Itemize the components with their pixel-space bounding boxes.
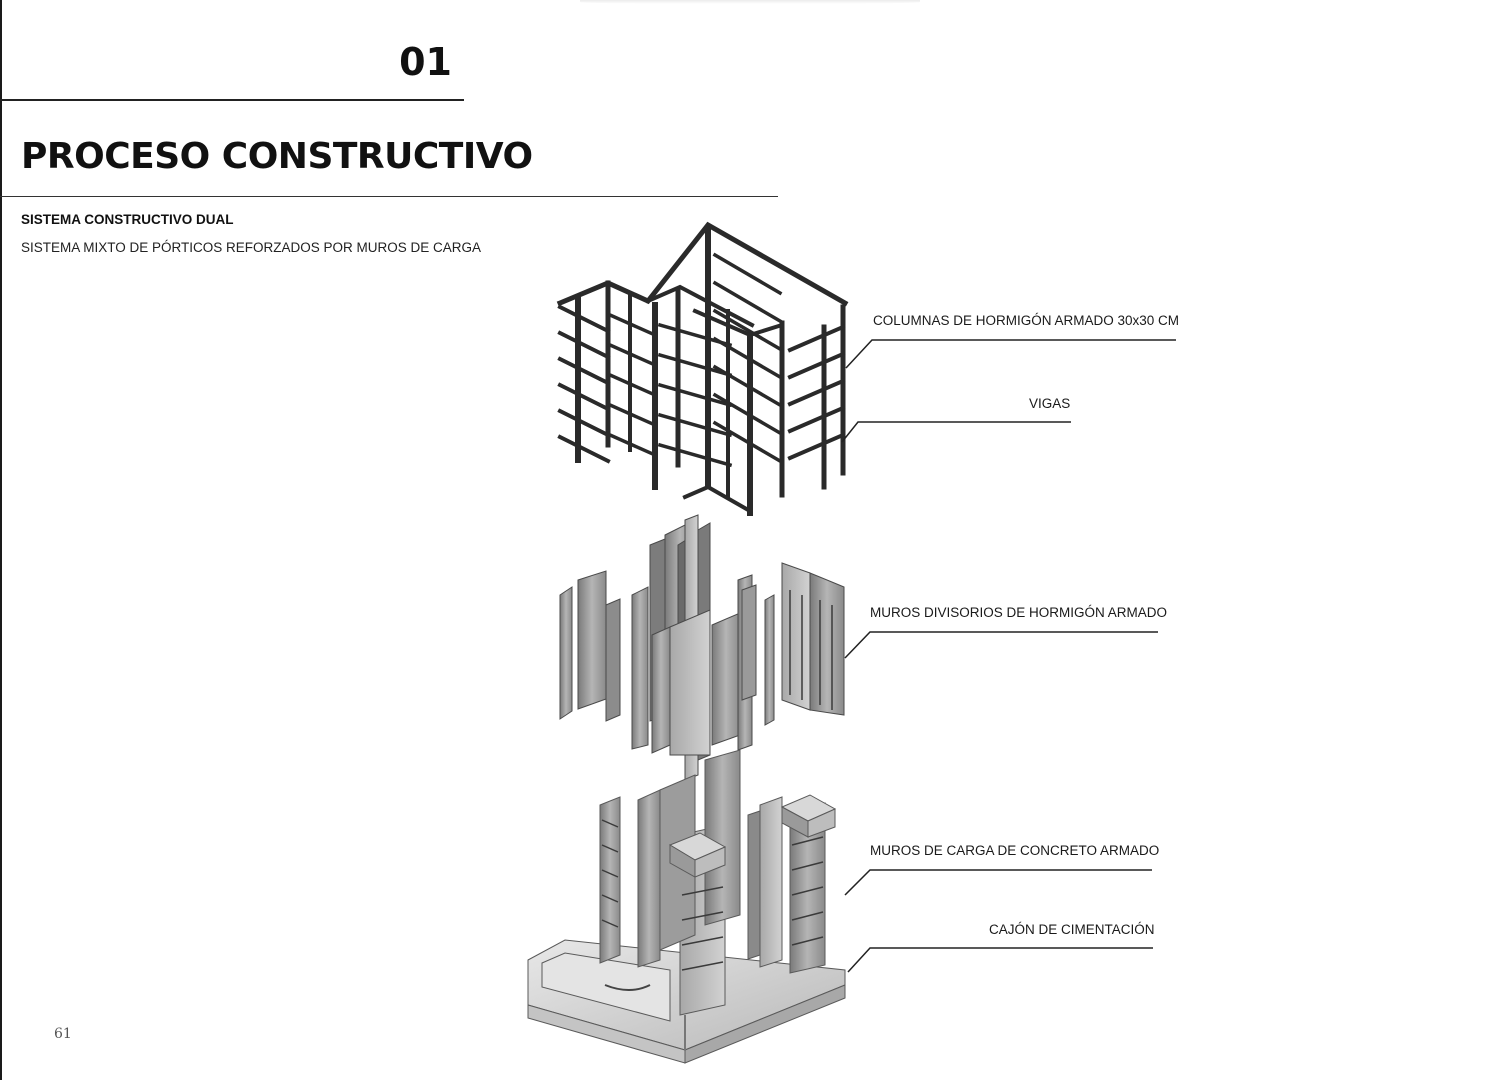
leader-muros-carga (844, 869, 1152, 896)
leader-muros-divisorios (844, 631, 1158, 659)
dividing-walls-level (559, 514, 845, 781)
callout-vigas: VIGAS (1029, 396, 1071, 411)
leader-vigas (841, 421, 1071, 443)
leader-columnas (845, 339, 1176, 369)
load-walls-foundation-level (527, 749, 846, 1064)
leader-cimentacion (847, 947, 1153, 973)
callout-muros-divisorios: MUROS DIVISORIOS DE HORMIGÓN ARMADO (870, 605, 1168, 620)
page-number: 61 (54, 1026, 72, 1042)
top-edge-shadow (580, 0, 920, 4)
title-rule (0, 196, 778, 197)
frame-level (556, 221, 849, 516)
page-description: SISTEMA MIXTO DE PÓRTICOS REFORZADOS POR… (21, 240, 482, 255)
page-subtitle: SISTEMA CONSTRUCTIVO DUAL (21, 212, 234, 227)
exploded-axonometric-diagram (527, 221, 849, 1064)
callout-muros-carga: MUROS DE CARGA DE CONCRETO ARMADO (870, 843, 1160, 858)
page-title: PROCESO CONSTRUCTIVO (21, 136, 533, 177)
left-margin-rule (0, 0, 2, 1080)
section-number: 01 (399, 40, 452, 84)
header-rule (0, 99, 464, 101)
callout-columnas: COLUMNAS DE HORMIGÓN ARMADO 30x30 CM (873, 313, 1180, 328)
callout-cimentacion: CAJÓN DE CIMENTACIÓN (989, 922, 1155, 937)
